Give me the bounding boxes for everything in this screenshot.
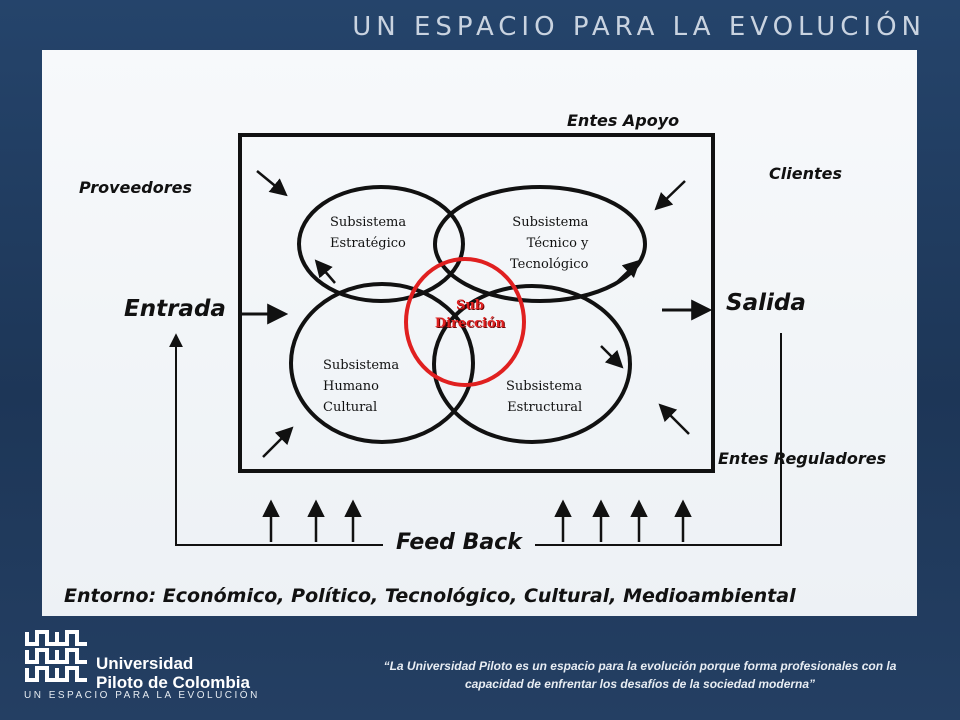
feedback-loop-right [535, 333, 782, 546]
university-tagline: UN ESPACIO PARA LA EVOLUCIÓN [24, 690, 260, 701]
tecnico-line-1: Subsistema [512, 215, 589, 230]
label-entorno: Entorno: Económico, Político, Tecnológic… [64, 585, 796, 607]
estrategico-line-1: Subsistema [330, 215, 407, 230]
feedback-loop-left [169, 333, 383, 546]
tecnico-line-3: Tecnológico [510, 257, 589, 272]
estrategico-line-2: Estratégico [330, 236, 406, 251]
university-name-line-2: Piloto de Colombia [96, 673, 250, 692]
subdireccion-line-2: Dirección [434, 316, 506, 331]
tecnico-line-2: Técnico y [526, 236, 589, 251]
footer-quote-line-2: capacidad de enfrentar los desafíos de l… [464, 677, 816, 691]
label-subsistema-estrategico: Subsistema Estratégico [330, 212, 406, 254]
circle-tecnico [433, 185, 647, 303]
label-feedback: Feed Back [396, 530, 522, 555]
footer-quote-line-1: “La Universidad Piloto es un espacio par… [383, 659, 897, 673]
circle-humano [289, 282, 475, 444]
arrow-inner-right-down [600, 345, 624, 369]
university-name: Universidad Piloto de Colombia [96, 654, 250, 692]
label-salida: Salida [726, 290, 806, 316]
label-clientes: Clientes [769, 164, 842, 183]
arrow-clientes [654, 180, 686, 211]
arrow-reguladores [658, 403, 690, 435]
label-subsistema-estructural: Subsistema Estructural [506, 376, 582, 418]
university-logo-icon [25, 630, 87, 682]
circle-subdireccion [404, 257, 526, 387]
footer-quote: “La Universidad Piloto es un espacio par… [360, 657, 920, 693]
label-entrada: Entrada [124, 296, 226, 322]
label-proveedores: Proveedores [79, 178, 192, 197]
humano-line-2: Humano [323, 379, 379, 394]
label-subsistema-humano: Subsistema Humano Cultural [323, 355, 399, 418]
humano-line-1: Subsistema [323, 358, 400, 373]
humano-line-3: Cultural [323, 400, 378, 415]
subdireccion-line-1: Sub [456, 298, 484, 313]
label-subdireccion: Sub Dirección [420, 297, 520, 333]
arrow-bottom-left [262, 426, 294, 458]
content-panel [42, 50, 917, 616]
arrow-inner-left-up [314, 259, 336, 284]
circle-estructural [432, 284, 632, 444]
arrow-inner-right-up [615, 259, 641, 284]
arrow-proveedores [256, 170, 288, 197]
university-name-line-1: Universidad [96, 654, 194, 673]
label-subsistema-tecnico: Subsistema Técnico y Tecnológico [510, 212, 588, 275]
label-entes-apoyo: Entes Apoyo [567, 111, 680, 130]
system-boundary [238, 133, 715, 473]
label-entes-reguladores: Entes Reguladores [718, 449, 887, 468]
circle-estrategico [297, 185, 465, 303]
estructural-line-1: Subsistema [506, 379, 583, 394]
header-title: UN ESPACIO PARA LA EVOLUCIÓN [352, 12, 926, 42]
estructural-line-2: Estructural [507, 400, 583, 415]
